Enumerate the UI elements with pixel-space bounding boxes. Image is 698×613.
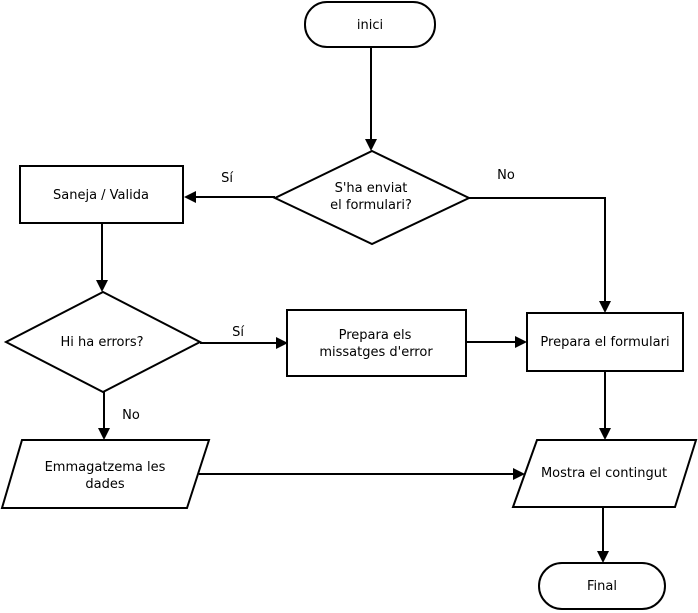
node-show-label: Mostra el contingut xyxy=(541,466,667,481)
node-prepare-errors: Prepara els missatges d'error xyxy=(286,309,467,377)
node-sanitize: Saneja / Valida xyxy=(19,165,184,224)
node-sanitize-label: Saneja / Valida xyxy=(53,188,149,203)
edge-show-to-end xyxy=(597,508,609,563)
node-submitted-decision: S'ha enviat el formulari? xyxy=(272,149,472,246)
edge-store-to-show xyxy=(199,468,525,480)
node-submitted-label-line1: S'ha enviat xyxy=(335,181,408,196)
edge-errors-yes-to-prepare-errors xyxy=(200,337,288,349)
edge-errors-no-to-store xyxy=(98,392,110,440)
node-store-label-line2: dades xyxy=(85,477,124,492)
edge-label-errors-no: No xyxy=(122,408,140,423)
node-prepare-form: Prepara el formulari xyxy=(526,312,684,372)
node-start-label: inici xyxy=(357,18,383,33)
edge-label-submitted-no: No xyxy=(497,168,515,183)
node-store-label-line1: Emmagatzema les xyxy=(45,460,166,475)
edge-prepare-errors-to-prepare-form xyxy=(466,336,527,348)
edge-label-submitted-yes: Sí xyxy=(221,171,233,186)
node-show-io: Mostra el contingut xyxy=(511,439,698,508)
edge-prepare-form-to-show xyxy=(599,371,611,440)
edge-submitted-yes-to-sanitize xyxy=(184,191,275,203)
node-store-io: Emmagatzema les dades xyxy=(0,439,211,509)
node-prepare-errors-label-line1: Prepara els xyxy=(339,328,412,343)
node-prepare-form-label: Prepara el formulari xyxy=(540,335,669,350)
node-submitted-label-line2: el formulari? xyxy=(330,198,412,213)
node-start: inici xyxy=(304,1,436,48)
edge-sanitize-to-errors xyxy=(96,224,108,292)
edge-label-errors-yes: Sí xyxy=(232,325,244,340)
node-end: Final xyxy=(538,562,666,610)
node-prepare-errors-label-line2: missatges d'error xyxy=(319,345,433,360)
edge-submitted-no-to-prepare-form xyxy=(469,197,611,313)
edge-start-to-submitted xyxy=(365,47,377,151)
node-errors-decision: Hi ha errors? xyxy=(3,290,203,394)
node-errors-label: Hi ha errors? xyxy=(60,335,143,350)
node-end-label: Final xyxy=(587,579,617,594)
